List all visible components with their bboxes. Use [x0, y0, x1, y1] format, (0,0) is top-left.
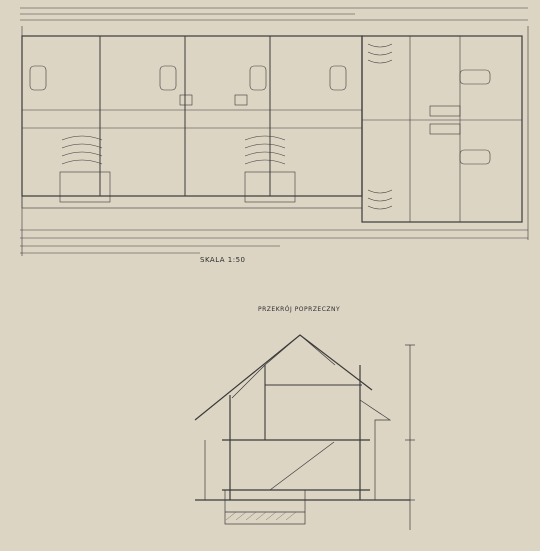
- section-title: PRZEKRÓJ POPRZECZNY: [258, 306, 341, 313]
- plan-scale-label: SKALA 1:50: [200, 256, 246, 264]
